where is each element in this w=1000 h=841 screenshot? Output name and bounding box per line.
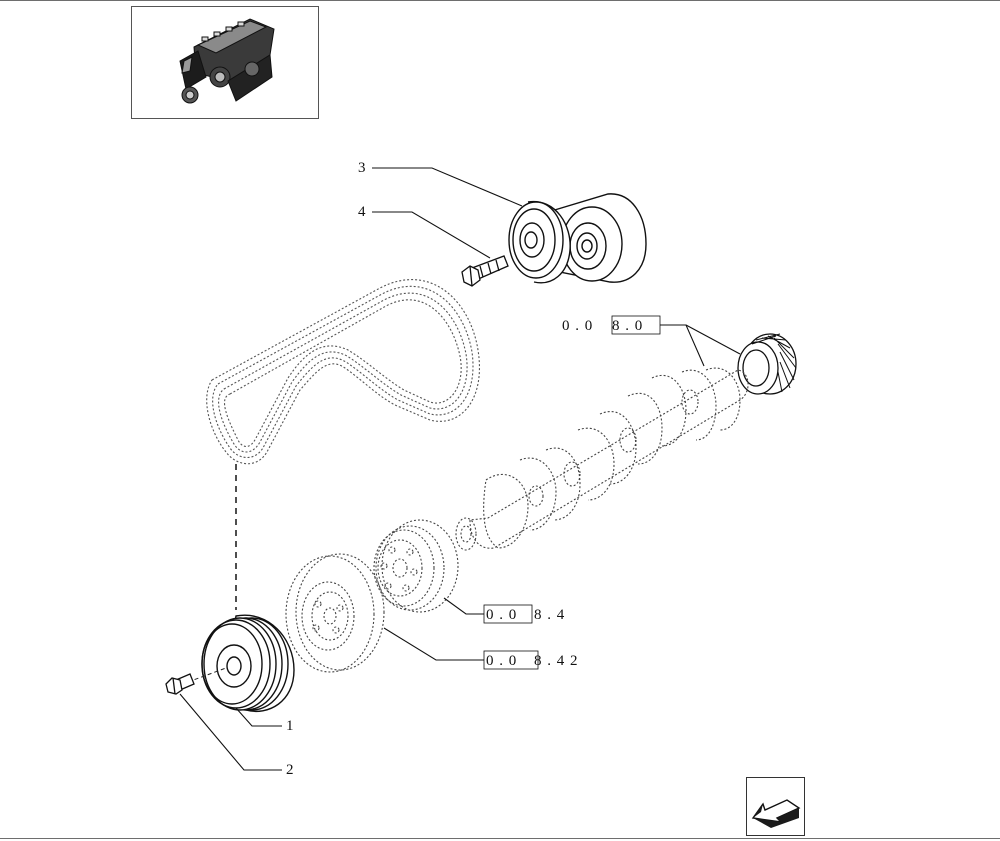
bottom-border <box>0 838 1000 839</box>
top-border <box>0 0 1000 1</box>
timing-gear[interactable] <box>737 333 797 395</box>
engine-icon <box>179 18 275 104</box>
reference-boxed-text: 0 . 0 <box>562 318 593 334</box>
reference-boxed-text: 0 . 0 <box>486 607 517 623</box>
belt-tensioner[interactable] <box>508 193 647 284</box>
previous-arrow-icon <box>751 799 801 828</box>
reference-trailing-text: 8 . 0 <box>612 318 643 334</box>
reference-boxed-text: 0 . 0 <box>486 653 517 669</box>
crankshaft[interactable] <box>455 367 749 551</box>
callout-3[interactable]: 3 <box>358 160 366 176</box>
tensioner-bolt[interactable] <box>461 255 509 287</box>
reference-link-bottom[interactable]: 0 . 0 8 . 4 2 <box>483 650 579 670</box>
callout-4[interactable]: 4 <box>358 204 366 220</box>
leader-lines <box>179 167 741 771</box>
engine-thumbnail[interactable] <box>131 6 319 119</box>
previous-page-button[interactable] <box>746 777 805 836</box>
reference-trailing-text: 8 . 4 <box>534 607 565 623</box>
reference-trailing-text: 8 . 4 2 <box>534 653 579 669</box>
reference-link-mid[interactable]: 0 . 0 8 . 4 <box>483 604 565 624</box>
crankshaft-hub[interactable] <box>373 519 459 613</box>
reference-link-top[interactable]: 0 . 0 8 . 0 <box>562 315 661 335</box>
vibration-damper[interactable] <box>285 553 385 673</box>
callout-1[interactable]: 1 <box>286 718 294 734</box>
pulley-screw[interactable] <box>165 673 195 695</box>
drive-belt[interactable] <box>206 279 480 465</box>
callout-2[interactable]: 2 <box>286 762 294 778</box>
belt-pulley[interactable] <box>201 614 295 712</box>
